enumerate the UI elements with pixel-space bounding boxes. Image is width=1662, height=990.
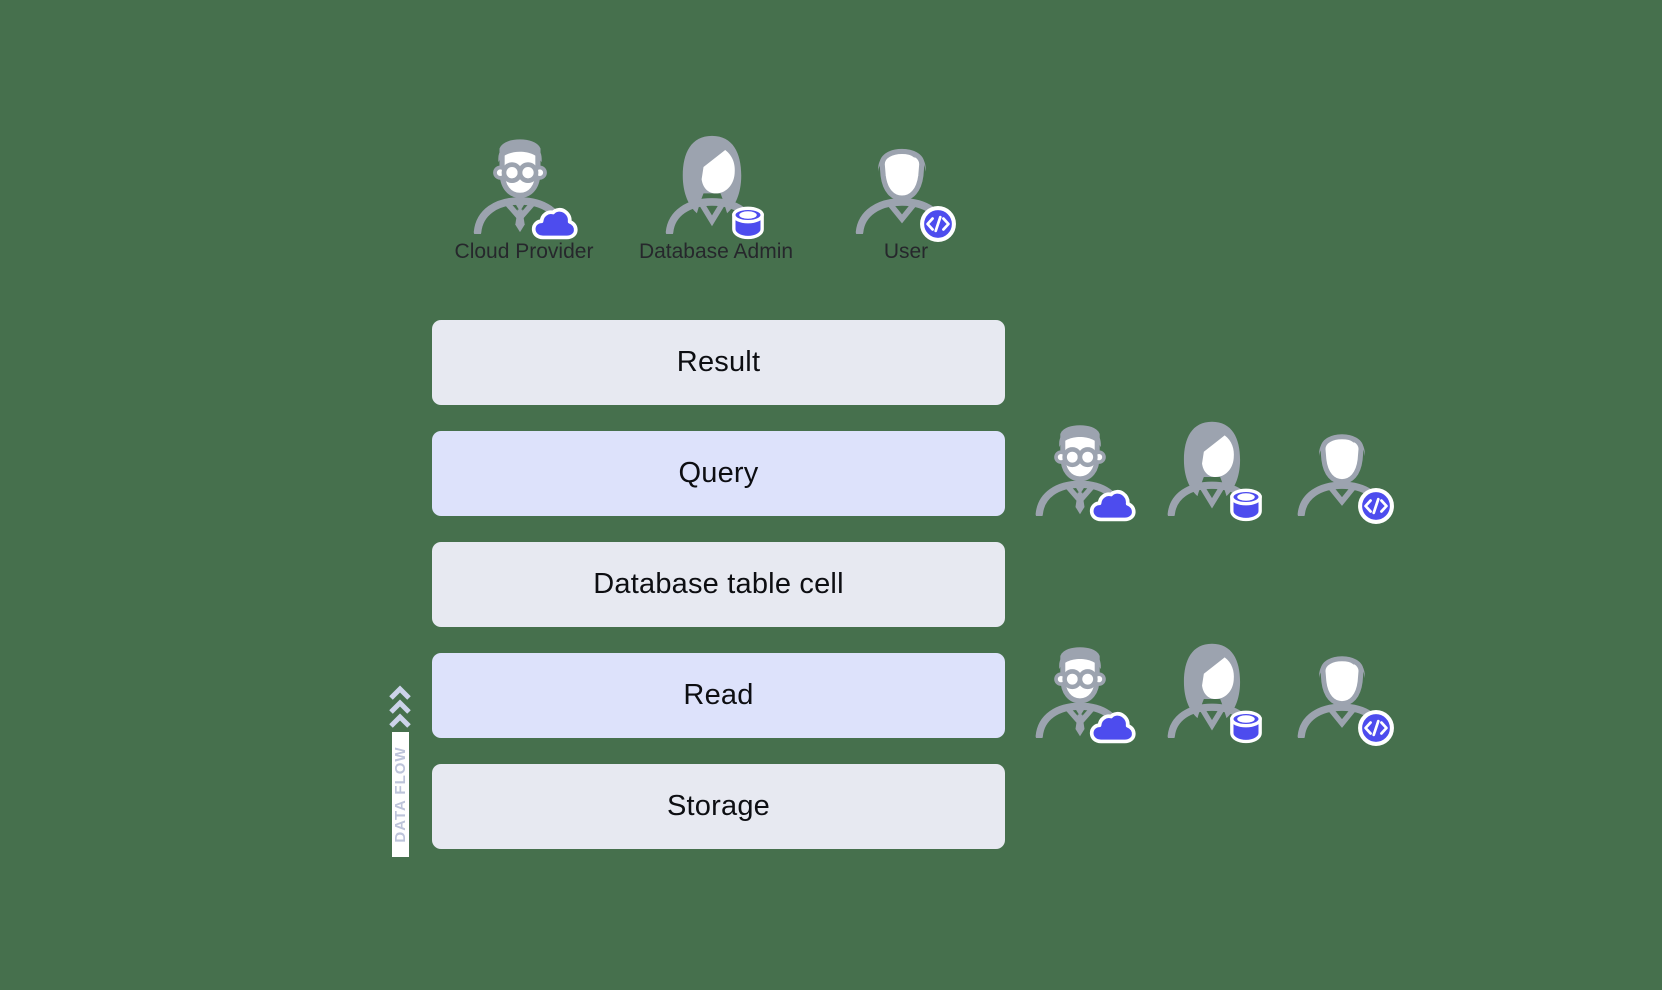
persona-figure-user: User (826, 134, 986, 268)
code-badge-icon (1356, 486, 1396, 526)
layer-bar-database-table-cell: Database table cell (432, 542, 1005, 627)
query-actor-user (1272, 420, 1412, 530)
database-badge-icon (1226, 484, 1266, 525)
database-badge-icon (728, 202, 768, 243)
layer-label-database-table-cell: Database table cell (593, 568, 844, 600)
persona-label-user: User (883, 240, 929, 263)
data-flow-rail: DATA FLOW (392, 732, 409, 857)
layer-bar-result: Result (432, 320, 1005, 405)
code-badge-icon (1356, 708, 1396, 748)
layer-bar-query: Query (432, 431, 1005, 516)
query-actor-database-admin (1142, 420, 1282, 530)
cloud-badge-icon (1088, 710, 1136, 747)
layer-label-read: Read (683, 679, 754, 711)
read-actor-database-admin (1142, 642, 1282, 752)
database-badge-icon (1226, 706, 1266, 747)
layer-label-query: Query (678, 457, 759, 489)
read-actor-user (1272, 642, 1412, 752)
persona-label-database-admin: Database Admin (638, 240, 794, 263)
data-flow-label: DATA FLOW (392, 746, 409, 843)
flow-direction-chevrons-icon (386, 684, 414, 730)
code-badge-icon (918, 204, 958, 244)
persona-figure-database-admin: Database Admin (636, 134, 796, 268)
cloud-badge-icon (530, 206, 578, 243)
persona-figure-cloud-provider: Cloud Provider (444, 134, 604, 268)
query-actor-cloud-provider (1010, 420, 1150, 530)
read-actor-cloud-provider (1010, 642, 1150, 752)
persona-label-cloud-provider: Cloud Provider (454, 240, 594, 263)
cloud-badge-icon (1088, 488, 1136, 525)
layer-bar-read: Read (432, 653, 1005, 738)
layer-label-storage: Storage (667, 790, 770, 822)
layer-bar-storage: Storage (432, 764, 1005, 849)
layer-label-result: Result (676, 346, 761, 378)
